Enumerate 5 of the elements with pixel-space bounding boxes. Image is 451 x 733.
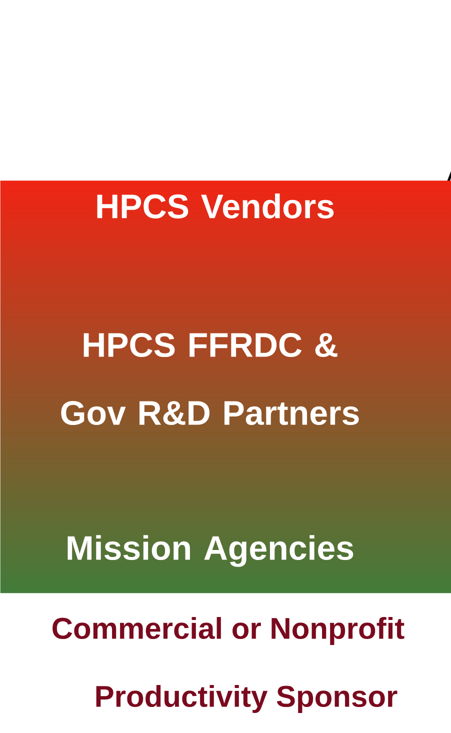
band-text: Mission Agencies (68, 535, 354, 567)
caption-text: Commercial or Nonprofit (52, 617, 404, 645)
band-text: HPCS Vendors (97, 194, 334, 218)
caption-text: Productivity Sponsor (96, 685, 398, 713)
band-text: HPCS FFRDC & Gov R&D Partners (61, 332, 359, 426)
